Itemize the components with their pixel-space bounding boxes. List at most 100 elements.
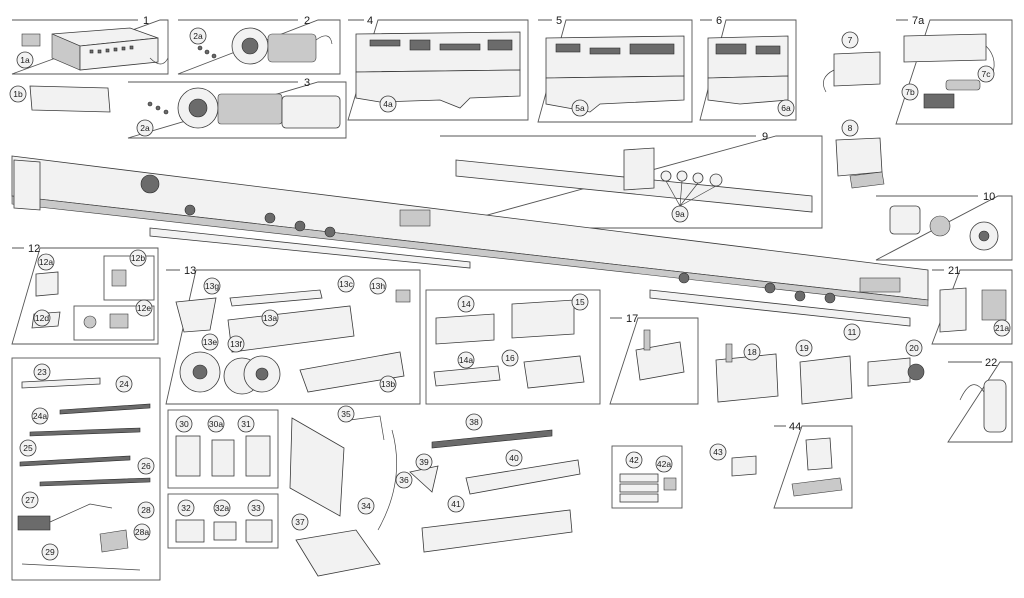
svg-text:42: 42 — [629, 455, 639, 465]
group-4-label: 4 — [367, 15, 373, 27]
svg-text:33: 33 — [251, 503, 261, 513]
svg-text:13e: 13e — [203, 337, 217, 347]
group-1: 1 — [11, 15, 169, 75]
svg-text:11: 11 — [848, 327, 857, 337]
svg-text:24a: 24a — [33, 411, 47, 421]
callout-1a: 1a — [16, 51, 34, 69]
group-22: 22 — [947, 357, 1013, 443]
svg-text:25: 25 — [23, 443, 33, 453]
svg-text:32a: 32a — [215, 503, 229, 513]
svg-text:38: 38 — [469, 417, 479, 427]
svg-text:23: 23 — [37, 367, 47, 377]
group-14-16: 14 14a 15 16 — [425, 289, 601, 405]
parts-38-41: 38 39 40 41 — [409, 413, 581, 553]
group-17: 17 — [609, 313, 699, 405]
group-13: 13 13a 13b 13c 13e 13f 13g 13h — [165, 265, 421, 405]
group-9-label: 9 — [762, 131, 768, 143]
svg-text:28: 28 — [141, 505, 151, 515]
group-7a: 7a 7b 7c — [895, 15, 1013, 125]
svg-text:12a: 12a — [39, 257, 53, 267]
svg-text:7b: 7b — [905, 87, 915, 97]
svg-text:36: 36 — [399, 475, 409, 485]
svg-text:37: 37 — [295, 517, 305, 527]
svg-text:16: 16 — [505, 353, 515, 363]
svg-text:13a: 13a — [263, 313, 277, 323]
svg-text:43: 43 — [713, 447, 723, 457]
group-6-label: 6 — [716, 15, 722, 27]
group-2: 2 2a — [177, 15, 341, 75]
svg-text:14: 14 — [461, 299, 471, 309]
group-9: 9 9a — [439, 131, 823, 229]
svg-text:31: 31 — [241, 419, 251, 429]
svg-text:32: 32 — [181, 503, 191, 513]
part-43: 43 — [709, 443, 757, 477]
svg-text:4a: 4a — [383, 99, 393, 109]
svg-text:6a: 6a — [781, 103, 791, 113]
part-8: 8 — [835, 119, 885, 189]
group-5-label: 5 — [556, 15, 562, 27]
part-42: 42 42a — [611, 445, 683, 509]
svg-text:21a: 21a — [995, 323, 1009, 333]
svg-text:12e: 12e — [137, 303, 151, 313]
svg-text:18: 18 — [747, 347, 757, 357]
svg-text:20: 20 — [909, 343, 919, 353]
group-44-label: 44 — [789, 421, 801, 433]
svg-text:14a: 14a — [459, 355, 473, 365]
svg-text:5a: 5a — [575, 103, 585, 113]
group-21-label: 21 — [948, 265, 960, 277]
svg-text:1b: 1b — [13, 89, 23, 99]
svg-text:15: 15 — [575, 297, 585, 307]
svg-text:13h: 13h — [371, 281, 385, 291]
svg-text:24: 24 — [119, 379, 129, 389]
group-22-label: 22 — [985, 357, 997, 369]
group-10-label: 10 — [983, 191, 995, 203]
group-6: 6 6a — [699, 15, 797, 121]
svg-text:1a: 1a — [20, 55, 30, 65]
svg-text:41: 41 — [451, 499, 461, 509]
svg-text:30: 30 — [179, 419, 189, 429]
svg-text:2a: 2a — [193, 31, 203, 41]
svg-text:28a: 28a — [135, 527, 149, 537]
group-10: 10 — [875, 191, 1013, 261]
svg-text:30a: 30a — [209, 419, 223, 429]
group-12: 12 12a 12b 12d 12e — [11, 243, 159, 345]
part-7: 7 — [823, 31, 881, 93]
svg-text:27: 27 — [25, 495, 35, 505]
svg-text:9a: 9a — [675, 209, 685, 219]
svg-text:40: 40 — [509, 453, 519, 463]
cable-group: 23 24 24a 25 26 27 28 28a 29 — [11, 357, 161, 581]
svg-text:29: 29 — [45, 547, 55, 557]
group-7a-label: 7a — [912, 15, 925, 27]
main-rail-assembly: 11 — [11, 155, 929, 341]
group-12-label: 12 — [28, 243, 40, 255]
svg-text:13g: 13g — [205, 281, 219, 291]
group-44: 44 — [773, 421, 853, 509]
svg-text:13f: 13f — [230, 339, 242, 349]
part-1b: 1b — [9, 85, 111, 113]
svg-text:7c: 7c — [982, 69, 992, 79]
svg-text:19: 19 — [799, 343, 809, 353]
group-13-label: 13 — [184, 265, 196, 277]
svg-text:34: 34 — [361, 501, 371, 511]
group-1-label: 1 — [143, 15, 149, 27]
group-5: 5 5a — [537, 15, 693, 123]
parts-34-37: 34 35 36 37 — [289, 405, 413, 577]
svg-text:35: 35 — [341, 409, 351, 419]
svg-text:13c: 13c — [339, 279, 353, 289]
svg-text:8: 8 — [848, 123, 853, 133]
svg-text:42a: 42a — [657, 459, 671, 469]
svg-text:39: 39 — [419, 457, 429, 467]
parts-18-20: 18 19 20 — [715, 339, 925, 405]
svg-text:7: 7 — [848, 35, 853, 45]
svg-text:2a: 2a — [140, 123, 150, 133]
svg-text:12b: 12b — [131, 253, 145, 263]
panels-30-33: 30 30a 31 32 32a 33 — [167, 409, 279, 549]
group-21: 21 21a — [931, 265, 1013, 345]
group-3-label: 3 — [304, 77, 310, 89]
group-2-label: 2 — [304, 15, 310, 27]
group-4: 4 4a — [347, 15, 529, 121]
svg-text:13b: 13b — [381, 379, 395, 389]
group-17-label: 17 — [626, 313, 638, 325]
